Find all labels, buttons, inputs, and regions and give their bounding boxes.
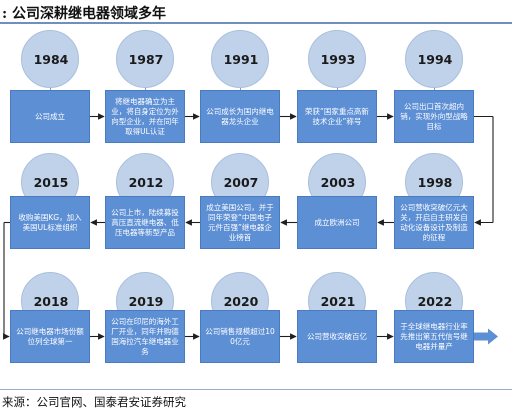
event-box: 公司营收突破百亿 xyxy=(297,310,377,363)
event-box: 公司上市，陆续募投高压直流继电器、低压电器等新型产品 xyxy=(105,196,185,249)
event-box: 于全球继电器行业率先推出第五代信号继电器并量产 xyxy=(394,310,474,363)
year-connector xyxy=(337,88,338,90)
event-description: 成立欧洲公司 xyxy=(314,217,360,227)
event-box: 公司继电器市场份额位列全球第一 xyxy=(10,310,90,363)
year-label: 2003 xyxy=(320,175,356,190)
timeline-arrows xyxy=(3,113,498,345)
year-circle: 1987 xyxy=(116,30,174,88)
year-label: 2020 xyxy=(223,294,259,309)
event-description: 收购美国KG，加入美国UL标准组织 xyxy=(18,212,82,232)
year-label: 2019 xyxy=(128,294,164,309)
year-label: 2021 xyxy=(320,294,356,309)
event-description: 公司营收突破亿元大关，开启自主研发自动化设备设计及制造的征程 xyxy=(400,202,468,242)
source-bar: 来源：公司官网、国泰君安证券研究 xyxy=(0,389,512,411)
year-connector xyxy=(240,88,241,90)
event-box: 成立美国公司，并于同年荣登“中国电子元件百强”继电器企业榜首 xyxy=(200,196,280,249)
event-description: 荣获“国家重点高新技术企业”称号 xyxy=(305,106,369,126)
event-description: 公司营收突破百亿 xyxy=(307,331,367,341)
event-description: 公司出口首次超内销，实现外向型战略目标 xyxy=(400,101,468,131)
year-connector xyxy=(434,88,435,90)
event-description: 公司销售规模超过100亿元 xyxy=(205,326,275,346)
timeline-end-arrow xyxy=(474,328,498,345)
year-label: 2015 xyxy=(33,175,69,190)
event-description: 公司成长为国内继电器龙头企业 xyxy=(206,106,274,126)
title-bar: : 公司深耕继电器领域多年 xyxy=(0,0,512,24)
event-description: 公司在印尼的海外工厂开业，同年并购德国海拉汽车继电器业务 xyxy=(111,316,179,356)
timeline-diagram: 1984 公司成立 1987 将继电器确立为主业，将自身定位为外向型企业，并在同年取得… xyxy=(0,24,512,389)
event-box: 公司出口首次超内销，实现外向型战略目标 xyxy=(394,90,474,143)
event-box: 公司营收突破亿元大关，开启自主研发自动化设备设计及制造的征程 xyxy=(394,196,474,249)
year-label: 1987 xyxy=(128,52,164,67)
year-label: 1991 xyxy=(223,52,259,67)
year-circle: 1984 xyxy=(21,30,79,88)
event-description: 将继电器确立为主业，将自身定位为外向型企业，并在同年取得UL认证 xyxy=(111,96,179,136)
event-box: 成立欧洲公司 xyxy=(297,196,377,249)
event-box: 公司销售规模超过100亿元 xyxy=(200,310,280,363)
event-box: 公司在印尼的海外工厂开业，同年并购德国海拉汽车继电器业务 xyxy=(105,310,185,363)
event-description: 于全球继电器行业率先推出第五代信号继电器并量产 xyxy=(400,321,468,351)
event-description: 公司继电器市场份额位列全球第一 xyxy=(16,326,84,346)
event-description: 公司成立 xyxy=(35,111,65,121)
source-note: 来源：公司官网、国泰君安证券研究 xyxy=(2,395,186,409)
year-label: 1994 xyxy=(417,52,453,67)
year-label: 1998 xyxy=(417,175,453,190)
year-circle: 1993 xyxy=(308,30,366,88)
year-label: 2007 xyxy=(223,175,259,190)
figure-title: : 公司深耕继电器领域多年 xyxy=(2,6,167,22)
event-description: 成立美国公司，并于同年荣登“中国电子元件百强”继电器企业榜首 xyxy=(206,202,274,242)
year-circle: 1994 xyxy=(405,30,463,88)
event-box: 将继电器确立为主业，将自身定位为外向型企业，并在同年取得UL认证 xyxy=(105,90,185,143)
year-label: 1993 xyxy=(320,52,356,67)
event-box: 收购美国KG，加入美国UL标准组织 xyxy=(10,196,90,249)
year-label: 2018 xyxy=(33,294,69,309)
event-description: 公司上市，陆续募投高压直流继电器、低压电器等新型产品 xyxy=(111,207,179,237)
event-box: 荣获“国家重点高新技术企业”称号 xyxy=(297,90,377,143)
event-box: 公司成长为国内继电器龙头企业 xyxy=(200,90,280,143)
year-label: 2022 xyxy=(417,294,453,309)
event-box: 公司成立 xyxy=(10,90,90,143)
year-circle: 1991 xyxy=(211,30,269,88)
year-label: 2012 xyxy=(128,175,164,190)
year-connector xyxy=(145,88,146,90)
year-connector xyxy=(50,88,51,90)
year-label: 1984 xyxy=(33,52,69,67)
